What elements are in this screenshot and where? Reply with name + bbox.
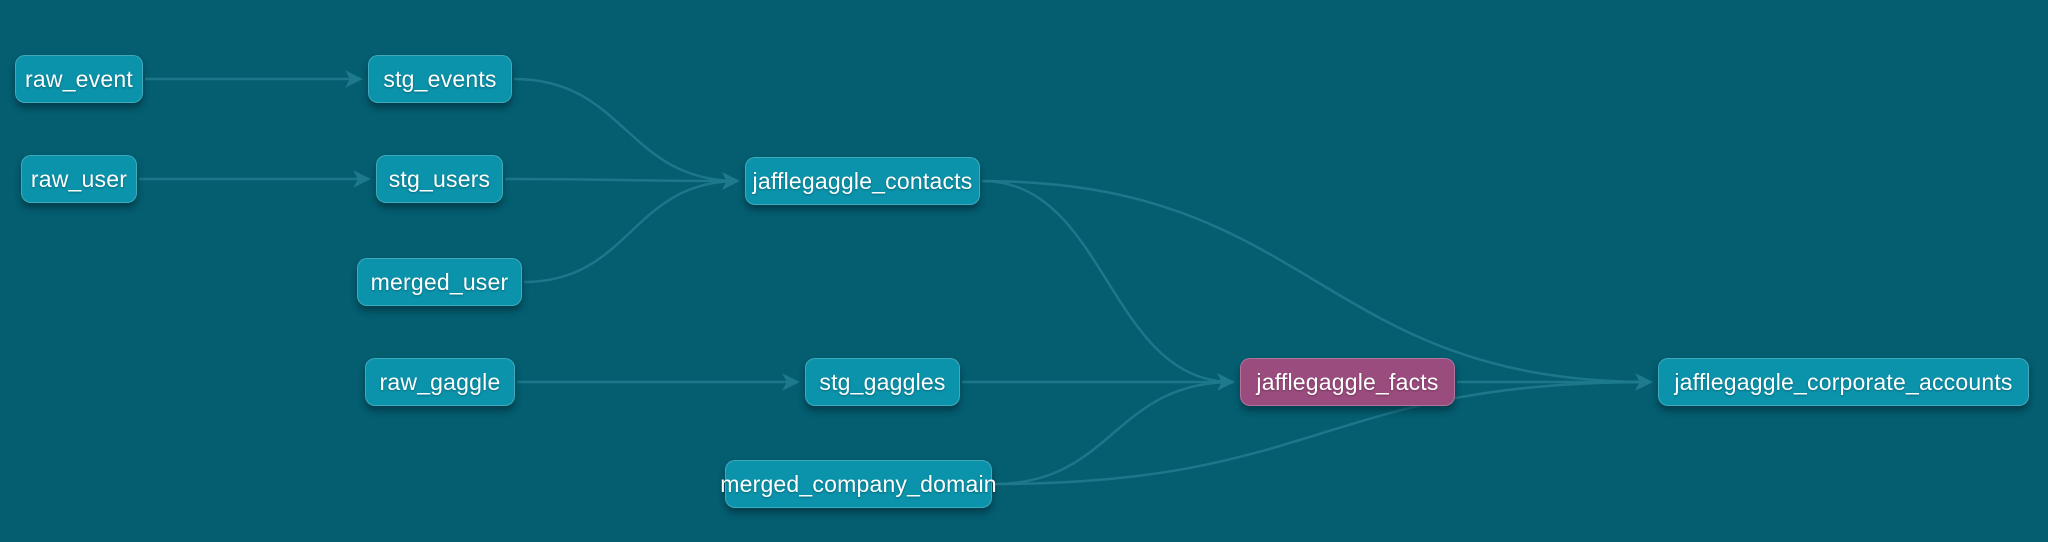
node-label: stg_gaggles	[819, 368, 946, 395]
node-label: merged_user	[370, 268, 509, 295]
node-label: raw_user	[30, 165, 128, 192]
edge-merged_company_domain-to-jafflegaggle_corporate_accounts	[993, 373, 1653, 486]
node-stg_users[interactable]: stg_users	[376, 155, 503, 203]
node-label: raw_event	[25, 65, 133, 92]
node-raw_user[interactable]: raw_user	[21, 155, 137, 203]
edge-jafflegaggle_contacts-to-jafflegaggle_facts	[981, 179, 1235, 391]
node-label: jafflegaggle_facts	[1256, 368, 1439, 395]
node-jafflegaggle_contacts[interactable]: jafflegaggle_contacts	[745, 157, 980, 205]
node-label: stg_users	[388, 165, 491, 192]
node-label: jafflegaggle_corporate_accounts	[1674, 368, 2013, 395]
edge-stg_events-to-jafflegaggle_contacts	[513, 77, 740, 190]
node-raw_gaggle[interactable]: raw_gaggle	[365, 358, 515, 406]
edge-stg_users-to-jafflegaggle_contacts	[504, 172, 740, 190]
node-jafflegaggle_corporate_accounts[interactable]: jafflegaggle_corporate_accounts	[1658, 358, 2029, 406]
node-label: raw_gaggle	[379, 368, 501, 395]
node-jafflegaggle_facts[interactable]: jafflegaggle_facts	[1240, 358, 1455, 406]
edge-merged_user-to-jafflegaggle_contacts	[523, 172, 740, 284]
edge-merged_company_domain-to-jafflegaggle_facts	[993, 373, 1235, 486]
node-stg_gaggles[interactable]: stg_gaggles	[805, 358, 960, 406]
node-raw_event[interactable]: raw_event	[15, 55, 143, 103]
node-merged_user[interactable]: merged_user	[357, 258, 522, 306]
node-merged_company_domain[interactable]: merged_company_domain	[720, 460, 997, 508]
node-stg_events[interactable]: stg_events	[368, 55, 512, 103]
node-label: stg_events	[383, 65, 497, 92]
edge-jafflegaggle_contacts-to-jafflegaggle_corporate_accounts	[981, 179, 1653, 391]
node-label: merged_company_domain	[720, 470, 997, 497]
node-label: jafflegaggle_contacts	[752, 167, 973, 194]
